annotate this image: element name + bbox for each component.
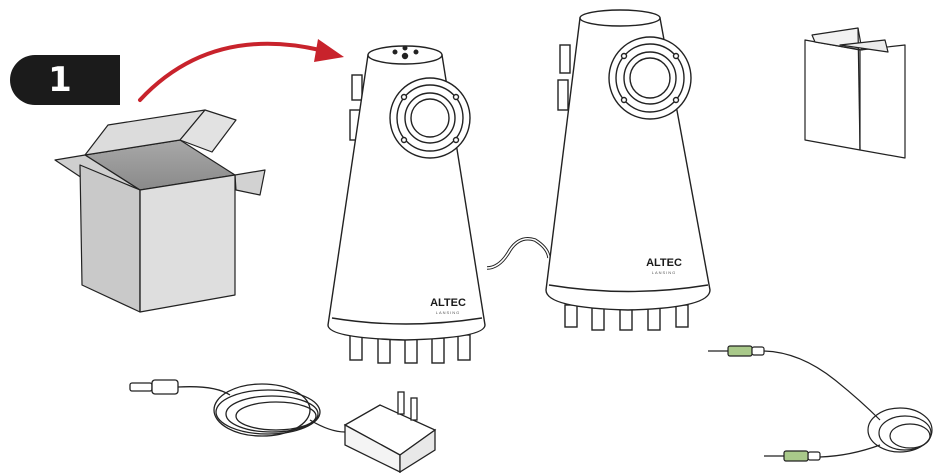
speaker-left-brand: ALTEC bbox=[430, 297, 466, 309]
speaker-right-brand: ALTEC bbox=[646, 257, 682, 269]
speaker-right: ALTEC LANSING bbox=[545, 9, 711, 331]
speaker-left: ALTEC LANSING bbox=[327, 45, 486, 364]
step-number: 1 bbox=[48, 60, 72, 100]
step-badge bbox=[10, 55, 120, 105]
audio-cable-icon bbox=[708, 345, 933, 462]
open-box-icon bbox=[54, 109, 266, 313]
unbox-arrow-icon bbox=[138, 39, 344, 102]
manual-booklet-icon bbox=[804, 27, 906, 159]
speaker-left-brand-sub: LANSING bbox=[436, 310, 461, 315]
power-adapter-icon bbox=[129, 379, 437, 473]
speaker-right-brand-sub: LANSING bbox=[652, 270, 677, 275]
